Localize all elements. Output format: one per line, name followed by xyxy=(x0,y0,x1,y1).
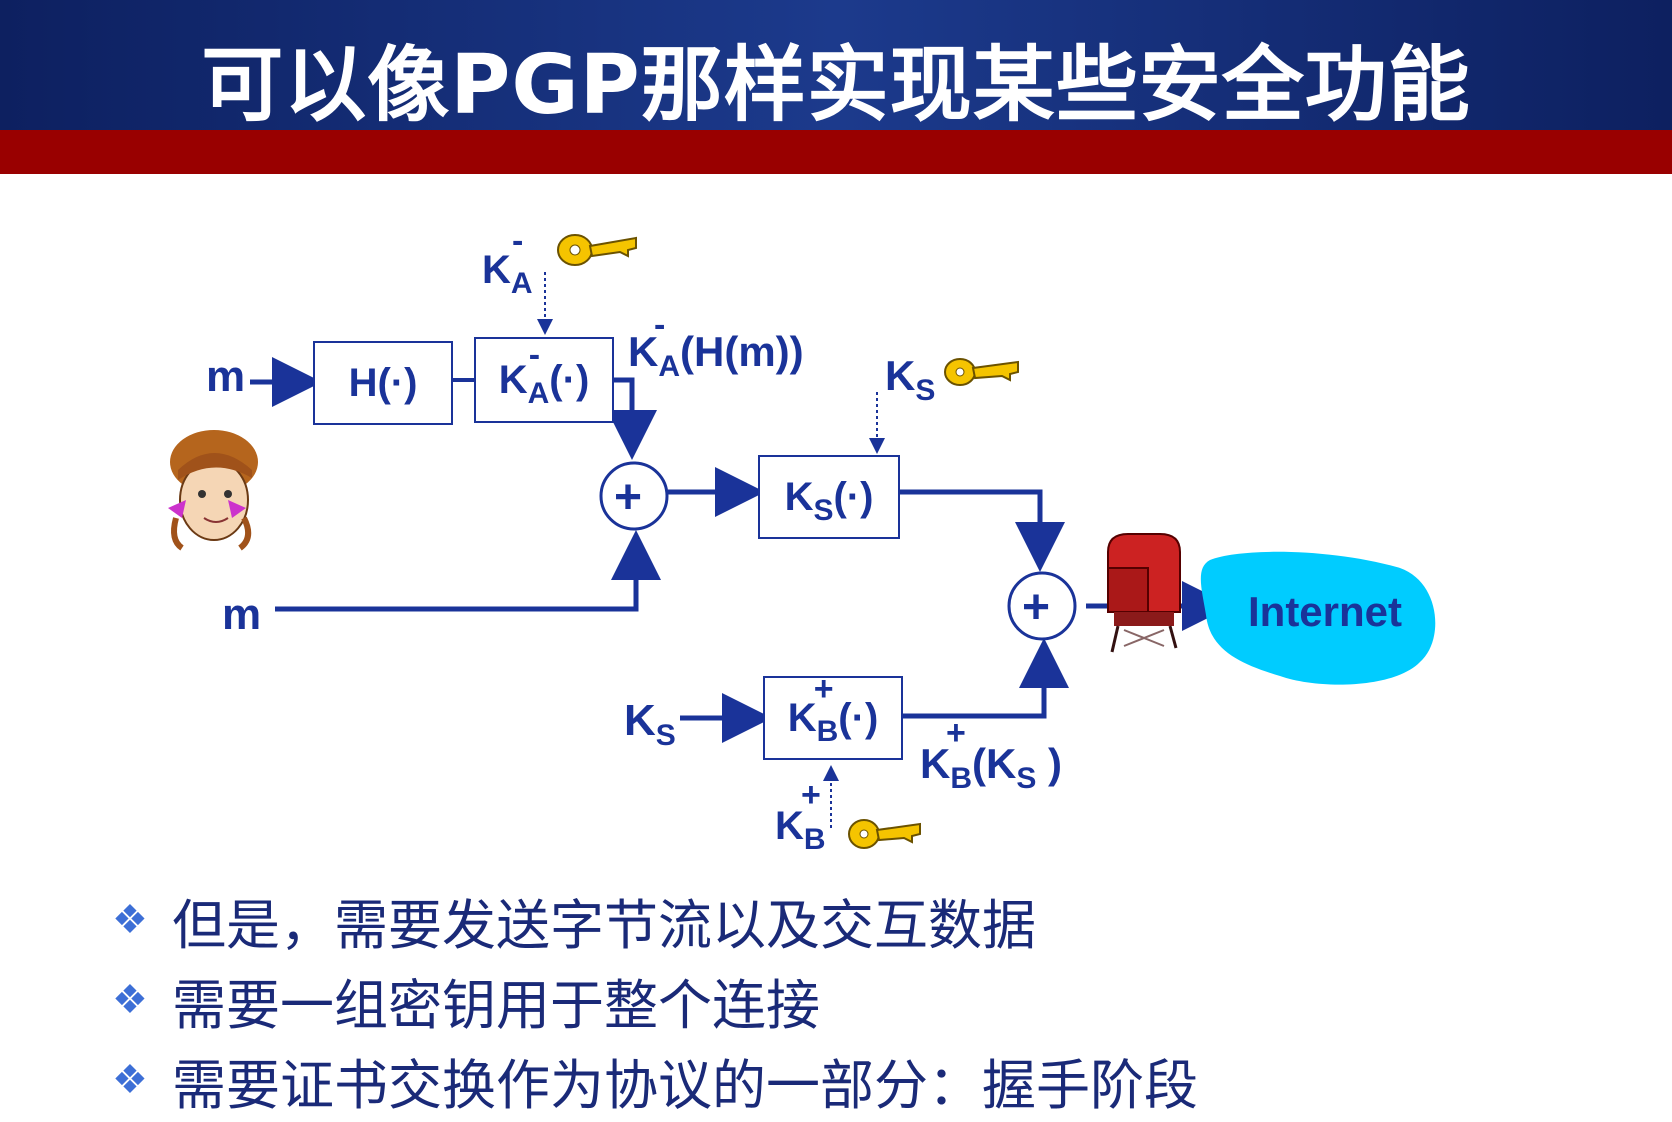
ks-key-label: KS xyxy=(885,352,935,407)
key-icon-ks xyxy=(944,358,1019,386)
kb-output-inner-sub: S xyxy=(1016,762,1037,795)
ks-input-sub: S xyxy=(655,719,676,752)
plus-circle-1 xyxy=(599,461,669,531)
ka-encrypt-box: KA(·) - xyxy=(474,335,614,423)
ks-key-sub: S xyxy=(915,374,936,407)
ka-box-sub: A xyxy=(527,376,550,410)
bullet-text: 需要一组密钥用于整个连接 xyxy=(172,973,820,1037)
hash-box: H(·) xyxy=(313,341,453,425)
arrow-ks-to-plus2 xyxy=(900,489,1065,572)
plus-circle-2 xyxy=(1007,571,1077,641)
kb-output-main: K xyxy=(920,740,951,787)
kb-output-close: ) xyxy=(1036,740,1063,787)
internet-label: Internet xyxy=(1248,588,1403,635)
kb-output-sup: + xyxy=(946,714,966,752)
kb-output-open: (K xyxy=(972,740,1017,787)
kb-key-sub: B xyxy=(803,823,826,856)
ka-key-main: K xyxy=(482,248,511,292)
plus-symbol-2: + xyxy=(1022,581,1051,634)
bullet-text: 需要证书交换作为协议的一部分：握手阶段 xyxy=(172,1053,1198,1117)
ka-output-sub: A xyxy=(658,350,681,383)
kb-key-main: K xyxy=(775,804,804,848)
ka-key-label: KA - xyxy=(482,222,533,300)
slide-title: 可以像PGP那样实现某些安全功能 xyxy=(201,38,1471,133)
ks-box-sub: S xyxy=(813,493,834,527)
alice-avatar xyxy=(168,430,258,551)
diamond-bullet-icon: ❖ xyxy=(112,1058,148,1102)
input-m-top: m xyxy=(206,352,246,401)
key-icon-ka xyxy=(557,234,637,266)
ks-input-main: K xyxy=(624,696,656,745)
key-icon-kb xyxy=(848,819,921,849)
bullet-list: ❖ 但是，需要发送字节流以及交互数据 ❖ 需要一组密钥用于整个连接 ❖ 需要证书… xyxy=(112,880,1198,1120)
bullet-item: ❖ 但是，需要发送字节流以及交互数据 xyxy=(112,880,1198,960)
accent-bar xyxy=(0,130,1672,174)
ka-output-tail: (H(m)) xyxy=(680,328,804,375)
arrow-m-to-plus xyxy=(275,530,661,612)
ks-encrypt-box: KS(·) xyxy=(758,455,900,539)
internet-cloud xyxy=(1200,551,1436,685)
ka-output-main: K xyxy=(628,328,659,375)
arrow-ka-to-plus xyxy=(607,377,657,460)
kb-output-sub: B xyxy=(950,762,973,795)
kb-key-sup: + xyxy=(801,776,821,814)
diamond-bullet-icon: ❖ xyxy=(112,898,148,942)
bullet-text: 但是，需要发送字节流以及交互数据 xyxy=(172,893,1036,957)
ka-box-sup: - xyxy=(528,335,541,374)
title-bar: 可以像PGP那样实现某些安全功能 xyxy=(0,0,1672,133)
diamond-bullet-icon: ❖ xyxy=(112,978,148,1022)
kb-box-tail: (·) xyxy=(838,695,879,740)
ka-output-label: KA(H(m)) - xyxy=(628,306,804,383)
bullet-item: ❖ 需要证书交换作为协议的一部分：握手阶段 xyxy=(112,1040,1198,1120)
plus-symbol-1: + xyxy=(614,471,643,524)
ks-key-main: K xyxy=(885,352,916,399)
ka-key-sub: A xyxy=(510,267,533,300)
kb-box-sup: + xyxy=(813,669,834,708)
ks-input-label: KS xyxy=(624,696,676,752)
ks-box-tail: (·) xyxy=(833,474,874,519)
hash-box-label: H(·) xyxy=(348,360,418,405)
bullet-item: ❖ 需要一组密钥用于整个连接 xyxy=(112,960,1198,1040)
ka-key-sup: - xyxy=(512,222,524,260)
kb-encrypt-box: KB(·) + xyxy=(763,670,903,760)
mailbox-icon xyxy=(1107,533,1181,653)
kb-box-sub: B xyxy=(816,714,839,748)
kb-output-label: KB(KS ) + xyxy=(920,714,1063,795)
ks-box-main: K xyxy=(784,474,814,519)
ka-box-tail: (·) xyxy=(549,357,590,402)
ka-box-main: K xyxy=(498,357,528,402)
kb-key-label: KB + xyxy=(775,776,826,856)
arrow-kb-to-plus2 xyxy=(903,638,1069,719)
input-m-bottom: m xyxy=(222,590,262,639)
ka-output-sup: - xyxy=(654,306,666,344)
kb-box-main: K xyxy=(787,695,817,740)
